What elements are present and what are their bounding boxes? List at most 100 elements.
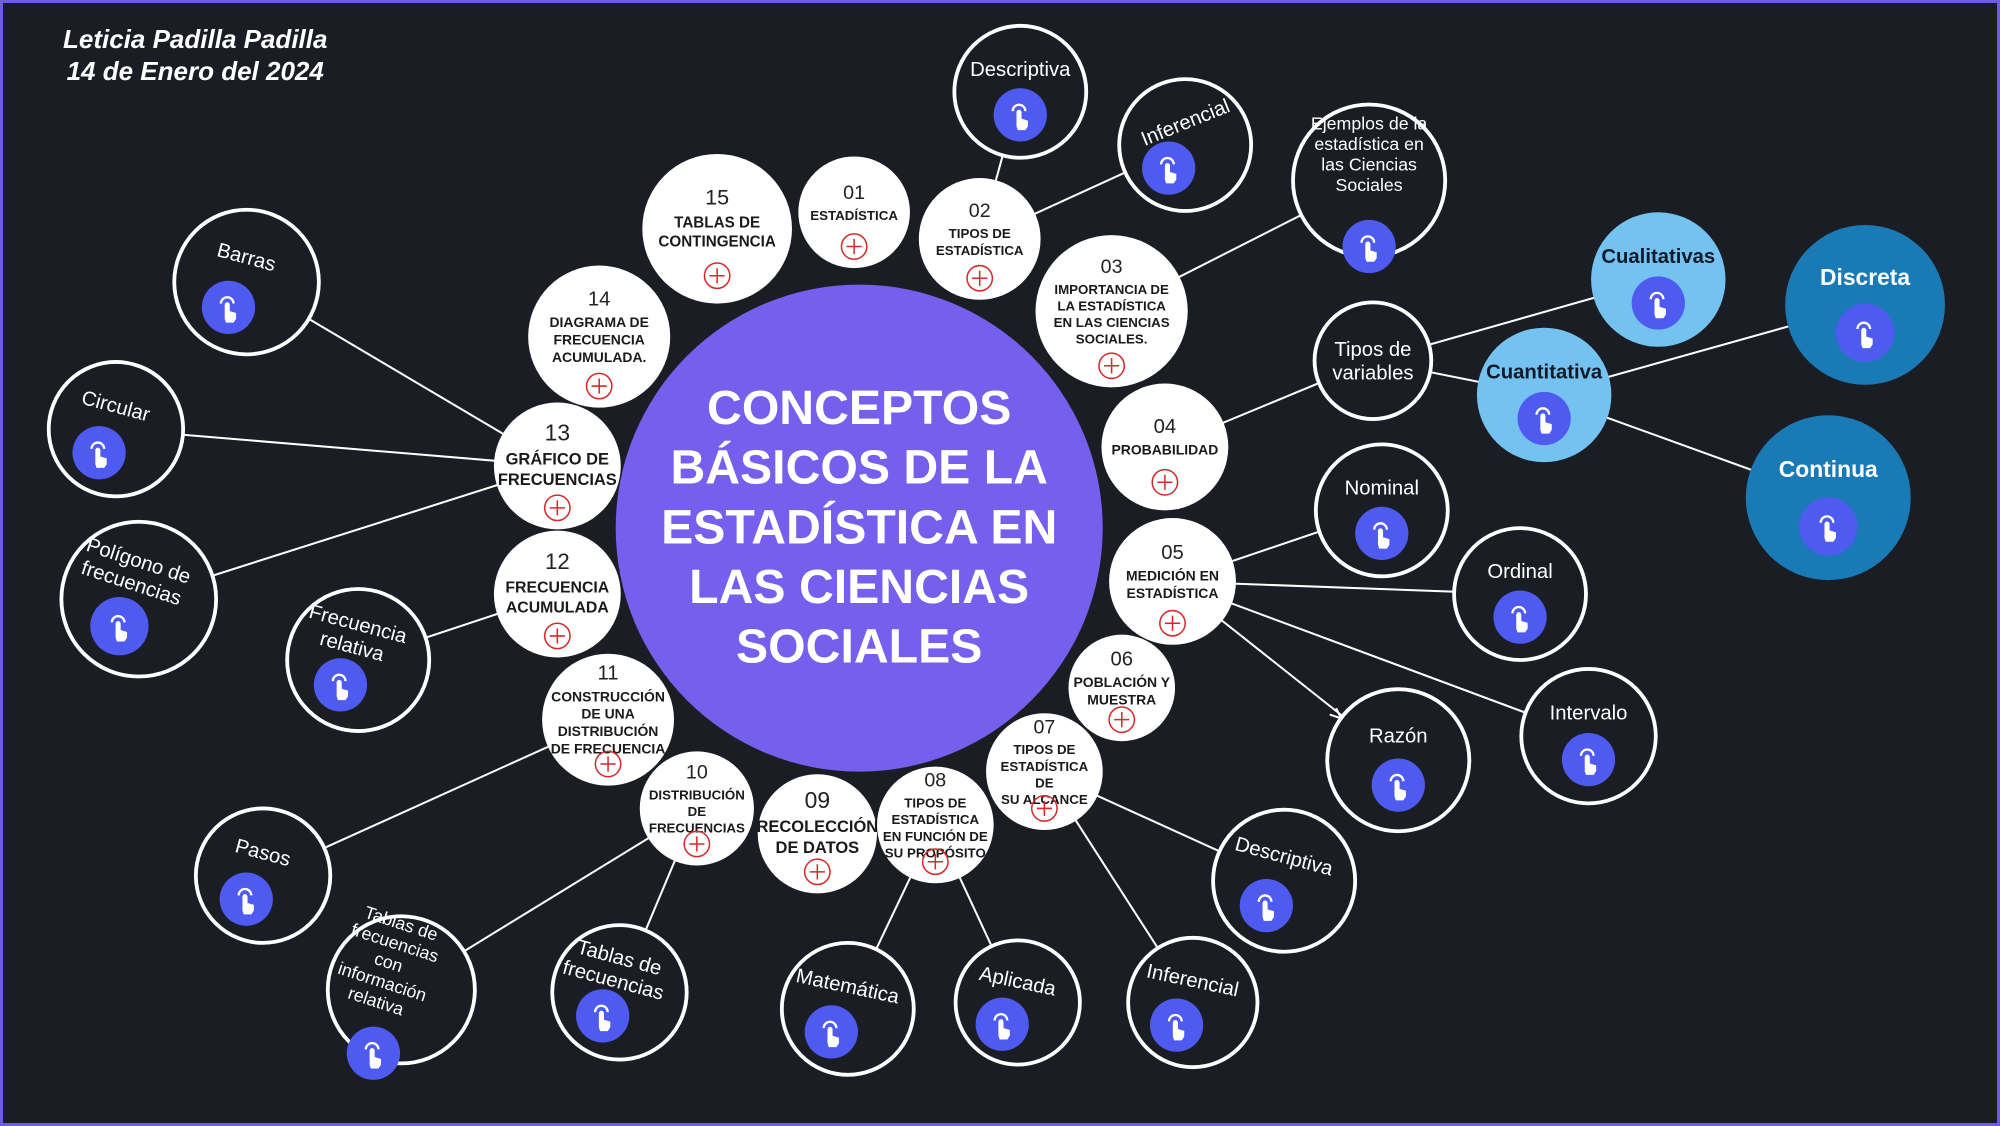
- hand-pointer-icon[interactable]: [1561, 733, 1616, 787]
- hand-pointer-icon[interactable]: [72, 426, 126, 480]
- hand-pointer-icon[interactable]: [1799, 497, 1858, 556]
- leaf-node-continua[interactable]: Continua: [1745, 415, 1911, 581]
- leaf-node-ordinal[interactable]: Ordinal: [1452, 526, 1588, 662]
- plus-circle-icon[interactable]: [1030, 794, 1058, 822]
- plus-circle-icon[interactable]: [703, 262, 731, 290]
- topic-title-line: DISTRIBUCIÓN: [649, 787, 745, 802]
- leaf-node-descriptiva[interactable]: Descriptiva: [952, 23, 1089, 160]
- plus-circle-icon[interactable]: [543, 622, 571, 650]
- plus-circle-icon[interactable]: [803, 858, 831, 886]
- topic-title-line: ESTADÍSTICA: [1001, 759, 1089, 774]
- leaf-node-aplicada[interactable]: Aplicada: [953, 938, 1082, 1067]
- leaf-label-line: estadística en: [1314, 134, 1424, 154]
- connector-line: [1172, 580, 1589, 738]
- leaf-node-nominal[interactable]: Nominal: [1313, 442, 1450, 579]
- leaf-node-matemática[interactable]: Matemática: [779, 940, 916, 1077]
- hand-pointer-icon[interactable]: [1239, 878, 1294, 933]
- central-title-line: LAS CIENCIAS: [689, 560, 1029, 614]
- hand-pointer-icon[interactable]: [1631, 276, 1685, 330]
- leaf-label-line: Tipos de: [1334, 339, 1411, 361]
- plus-circle-icon[interactable]: [921, 848, 949, 876]
- topic-title-line: DE: [1035, 776, 1054, 791]
- topic-title-line: FRECUENCIAS: [649, 821, 745, 836]
- plus-circle-icon[interactable]: [1108, 706, 1136, 734]
- plus-circle-icon[interactable]: [1151, 468, 1179, 496]
- hand-pointer-icon[interactable]: [90, 597, 149, 656]
- central-title-line: ESTADÍSTICA EN: [661, 500, 1057, 554]
- leaf-node-descriptiva[interactable]: Descriptiva: [1211, 807, 1358, 954]
- hand-pointer-icon[interactable]: [346, 1026, 401, 1080]
- leaf-label-line: variables: [1332, 362, 1413, 384]
- topic-number: 15: [705, 185, 729, 210]
- plus-circle-icon[interactable]: [840, 233, 868, 260]
- leaf-node-circular[interactable]: Circular: [46, 360, 186, 499]
- plus-circle-icon[interactable]: [594, 750, 622, 778]
- central-title-line: CONCEPTOS: [707, 381, 1011, 435]
- leaf-node-cualitativas[interactable]: Cualitativas: [1591, 212, 1726, 347]
- leaf-node-barras[interactable]: Barras: [172, 207, 321, 357]
- topic-number: 02: [969, 200, 991, 222]
- leaf-node-cuantitativa[interactable]: Cuantitativa: [1476, 327, 1612, 463]
- leaf-node-tablas-de-frecuencias-con-información-relativa[interactable]: Tablas defrecuenciasconinformaciónrelati…: [325, 900, 477, 1080]
- hand-pointer-icon[interactable]: [975, 997, 1029, 1051]
- topic-number: 11: [598, 663, 619, 685]
- hand-pointer-icon[interactable]: [576, 989, 630, 1043]
- topic-title-line: ESTADÍSTICA: [891, 812, 979, 827]
- leaf-node-pasos[interactable]: Pasos: [193, 806, 333, 945]
- leaf-label-line: Intervalo: [1550, 703, 1628, 725]
- hand-pointer-icon[interactable]: [993, 88, 1047, 142]
- hand-pointer-icon[interactable]: [1493, 590, 1547, 644]
- hand-pointer-icon[interactable]: [201, 280, 256, 334]
- plus-circle-icon[interactable]: [585, 372, 613, 400]
- leaf-label-line: Continua: [1779, 456, 1878, 482]
- topic-title-line: GRÁFICO DE: [506, 449, 609, 468]
- hand-pointer-icon[interactable]: [1517, 391, 1571, 446]
- hand-pointer-icon[interactable]: [1342, 219, 1396, 274]
- leaf-node-inferencial[interactable]: Inferencial: [1126, 935, 1260, 1070]
- plus-circle-icon[interactable]: [683, 830, 711, 858]
- hand-pointer-icon[interactable]: [1355, 506, 1409, 561]
- topic-title-line: FRECUENCIAS: [498, 471, 617, 489]
- hand-pointer-icon[interactable]: [219, 872, 273, 926]
- author-name: Leticia Padilla Padilla: [63, 24, 328, 54]
- plus-circle-icon[interactable]: [1159, 609, 1186, 637]
- hand-pointer-icon[interactable]: [1149, 998, 1204, 1052]
- plus-circle-icon[interactable]: [543, 494, 571, 522]
- hand-pointer-icon[interactable]: [1371, 758, 1425, 812]
- plus-circle-icon[interactable]: [1098, 352, 1126, 380]
- leaf-label-line: Ejemplos de la: [1311, 114, 1428, 134]
- leaf-node-inferencial[interactable]: Inferencial: [1117, 77, 1254, 213]
- leaf-node-razón[interactable]: Razón: [1325, 687, 1472, 834]
- leaf-node-discreta[interactable]: Discreta: [1785, 224, 1945, 385]
- hand-pointer-icon[interactable]: [1835, 303, 1895, 363]
- date: 14 de Enero del 2024: [66, 56, 324, 86]
- leaf-node-intervalo[interactable]: Intervalo: [1519, 667, 1658, 806]
- hand-pointer-icon[interactable]: [804, 1005, 858, 1059]
- topic-title-line: ACUMULADA.: [552, 349, 646, 365]
- hand-pointer-icon[interactable]: [313, 658, 368, 712]
- topic-number: 04: [1154, 416, 1177, 438]
- plus-circle-icon[interactable]: [966, 264, 994, 292]
- hand-pointer-icon[interactable]: [1142, 141, 1196, 195]
